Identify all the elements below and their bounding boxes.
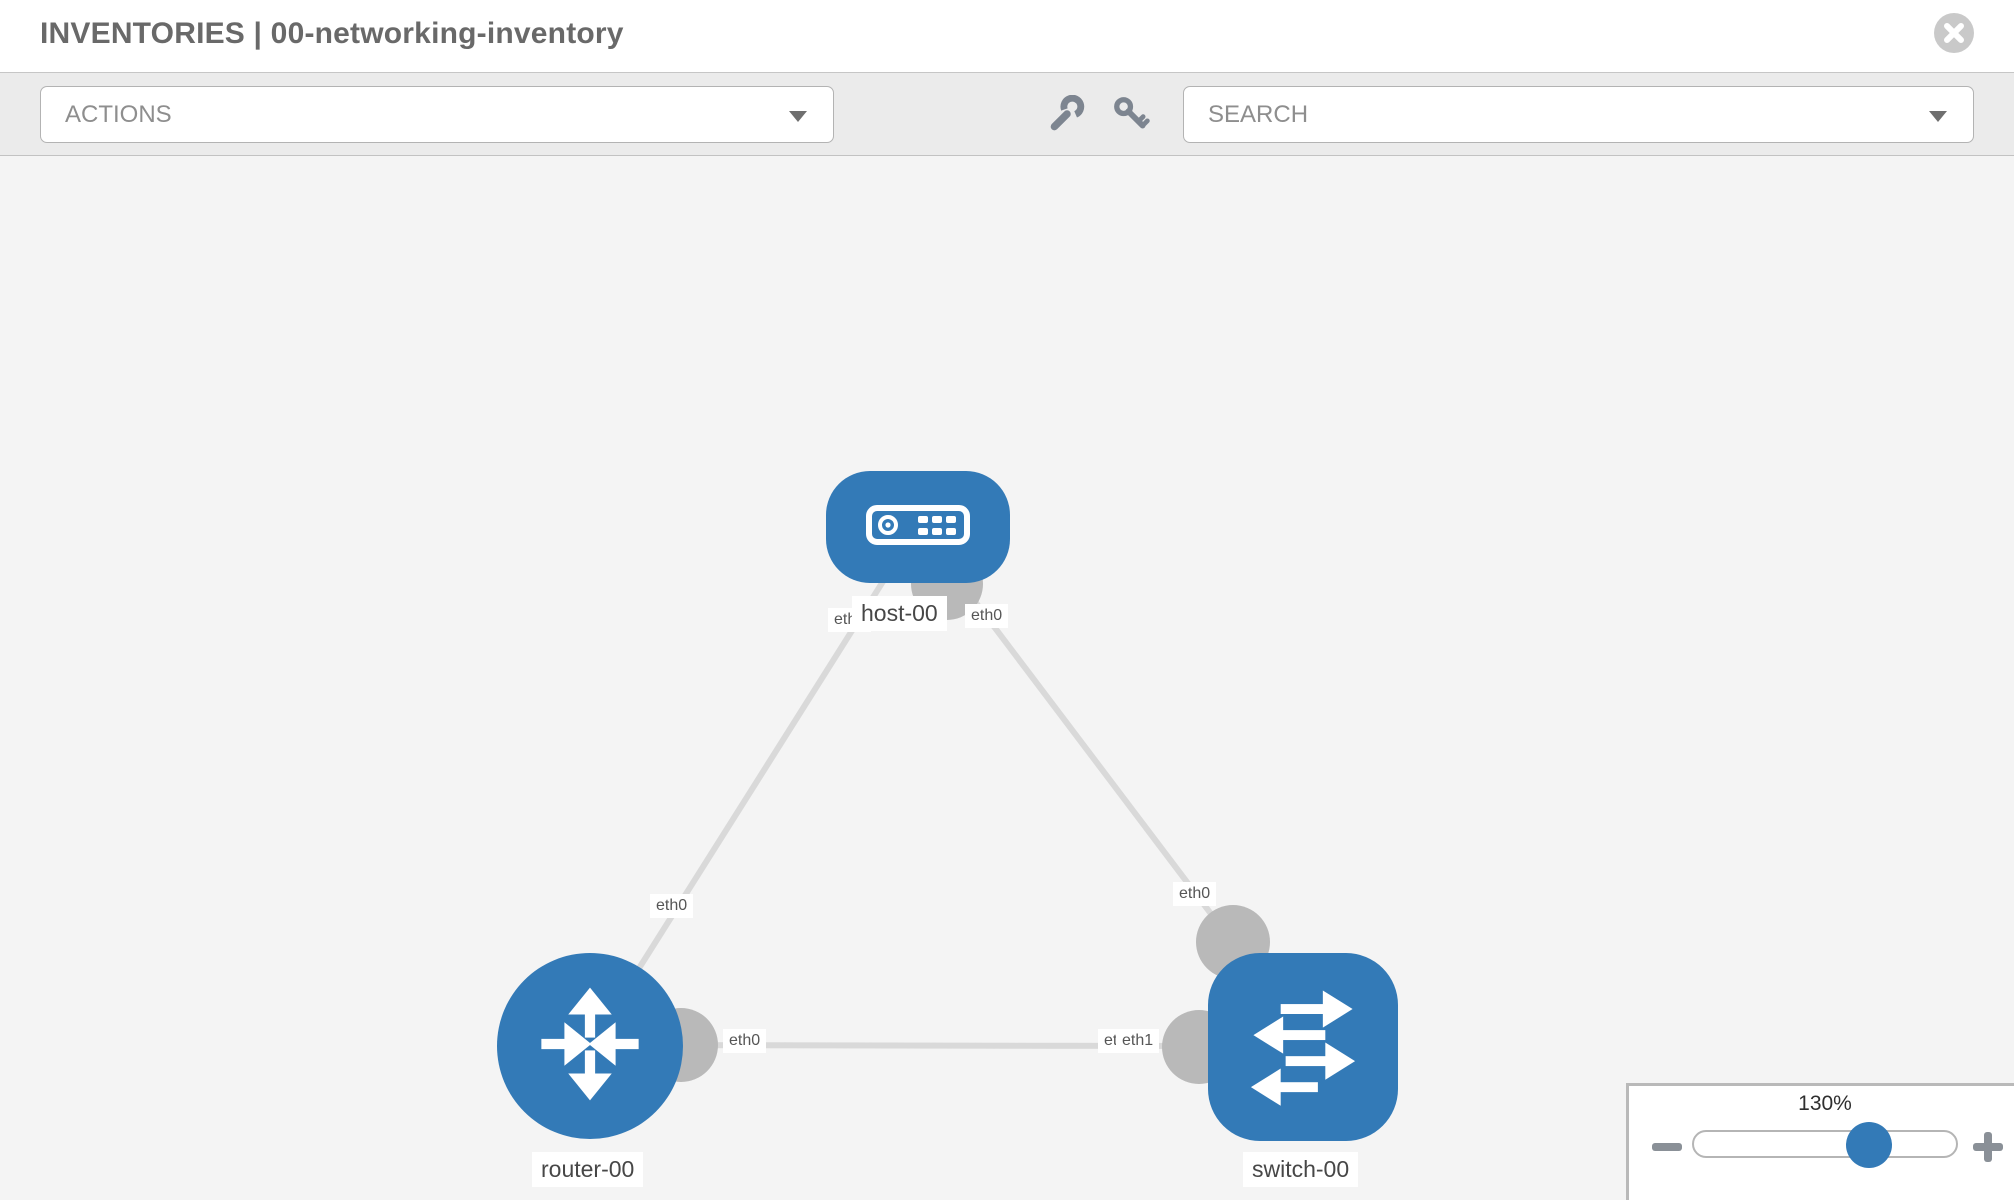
node-label-host: host-00 bbox=[852, 596, 947, 631]
key-button[interactable] bbox=[1110, 95, 1152, 137]
zoom-panel: 130% bbox=[1626, 1083, 2014, 1200]
zoom-out-button[interactable] bbox=[1649, 1129, 1685, 1165]
host-icon bbox=[866, 504, 970, 551]
zoom-slider[interactable] bbox=[1692, 1122, 1958, 1168]
title-bar: INVENTORIES | 00-networking-inventory bbox=[0, 0, 2014, 72]
node-label-router: router-00 bbox=[532, 1152, 644, 1187]
topology-wires bbox=[587, 524, 1270, 1084]
search-dropdown-label: SEARCH bbox=[1208, 100, 1309, 128]
topology-canvas[interactable]: host-00 router-00 switch-00 eth0 eth0 et… bbox=[0, 156, 2014, 1200]
node-label-switch: switch-00 bbox=[1243, 1152, 1359, 1187]
wrench-button[interactable] bbox=[1045, 94, 1087, 138]
chevron-down-icon bbox=[789, 111, 807, 122]
zoom-in-button[interactable] bbox=[1970, 1129, 2006, 1165]
interface-label-switch-top: eth0 bbox=[1173, 882, 1217, 906]
key-icon bbox=[1112, 95, 1150, 138]
interface-label-router-right: eth0 bbox=[723, 1029, 767, 1053]
close-button[interactable] bbox=[1934, 13, 1974, 53]
node-switch[interactable] bbox=[1208, 953, 1398, 1141]
chevron-down-icon bbox=[1929, 111, 1947, 122]
interface-label-switch-left: eth1 bbox=[1116, 1029, 1160, 1053]
router-icon bbox=[526, 980, 654, 1113]
zoom-slider-thumb[interactable] bbox=[1846, 1122, 1892, 1168]
actions-dropdown[interactable]: ACTIONS bbox=[40, 86, 834, 143]
node-host[interactable] bbox=[826, 471, 1010, 583]
wrench-icon bbox=[1047, 94, 1085, 138]
search-dropdown[interactable]: SEARCH bbox=[1183, 86, 1974, 143]
interface-label-host-right: eth0 bbox=[965, 604, 1009, 628]
node-router[interactable] bbox=[497, 953, 683, 1139]
actions-dropdown-label: ACTIONS bbox=[65, 100, 172, 128]
zoom-level-value: 130% bbox=[1798, 1092, 1852, 1115]
page-title: INVENTORIES | 00-networking-inventory bbox=[40, 17, 624, 50]
toolbar: ACTIONS SEARCH bbox=[0, 72, 2014, 156]
switch-icon bbox=[1241, 983, 1365, 1112]
interface-label-router-top: eth0 bbox=[650, 894, 694, 918]
